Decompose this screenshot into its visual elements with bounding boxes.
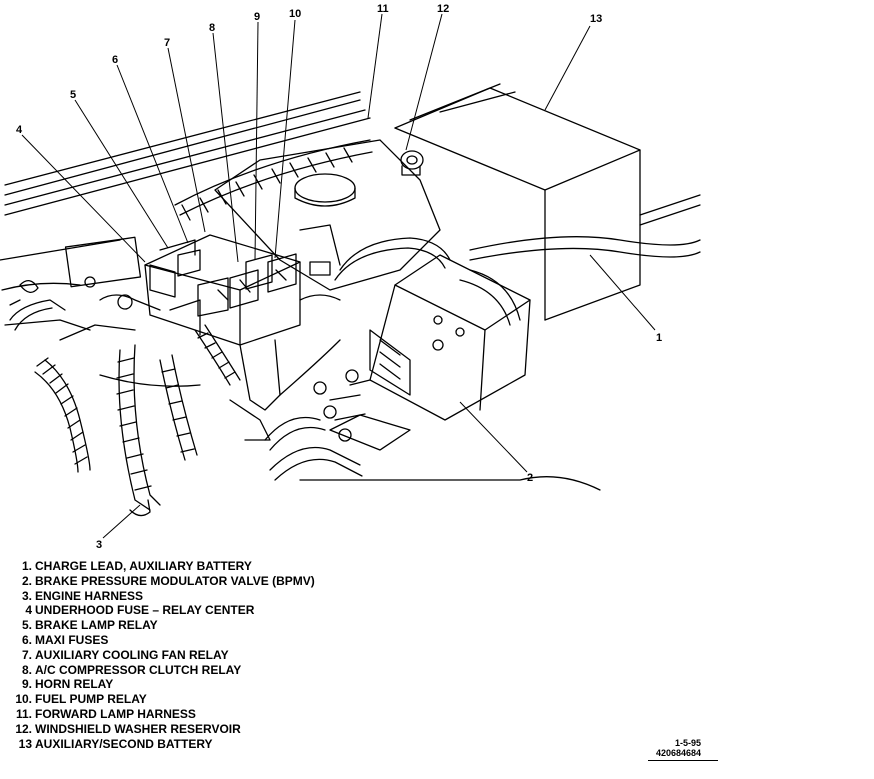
callout-6: 6 — [112, 54, 118, 66]
auxiliary-battery — [394, 83, 641, 321]
engine-harness — [9, 276, 241, 517]
washer-reservoir — [214, 139, 441, 291]
fuse-relay-center — [144, 234, 301, 441]
callout-12: 12 — [437, 3, 449, 15]
figure-date: 1-5-95 — [675, 738, 702, 748]
legend-item: 12.WINDSHIELD WASHER RESERVOIR — [15, 721, 241, 736]
legend-item: 10.FUEL PUMP RELAY — [15, 692, 147, 707]
legend-item: 3.ENGINE HARNESS — [21, 588, 144, 603]
callout-1: 1 — [656, 332, 662, 344]
legend-item: 7.AUXILIARY COOLING FAN RELAY — [21, 647, 229, 662]
callout-10: 10 — [289, 8, 301, 20]
callout-5: 5 — [70, 89, 76, 101]
legend-item: 2.BRAKE PRESSURE MODULATOR VALVE (BPMV) — [21, 573, 315, 588]
footer-rule — [648, 760, 718, 761]
charge-lead — [469, 194, 701, 261]
legend-item: 9.HORN RELAY — [21, 677, 114, 692]
forward-lamp-harness — [174, 139, 373, 221]
callout-7: 7 — [164, 37, 170, 49]
callout-11: 11 — [377, 3, 389, 15]
legend-item: 8.A/C COMPRESSOR CLUTCH RELAY — [21, 662, 242, 677]
callout-8: 8 — [209, 22, 215, 34]
callout-13: 13 — [590, 13, 602, 25]
legend-item: 11.FORWARD LAMP HARNESS — [15, 706, 196, 721]
callout-9: 9 — [254, 11, 260, 23]
figure-code: 420684684 — [656, 748, 702, 758]
figure-footer: 1-5-95 420684684 — [656, 738, 701, 758]
parts-legend: 1.CHARGE LEAD, AUXILIARY BATTERY 2.BRAKE… — [14, 559, 315, 751]
callout-leaders — [21, 13, 656, 539]
callout-2: 2 — [527, 472, 533, 484]
callout-4: 4 — [16, 124, 23, 136]
bpmv-harness — [299, 237, 521, 326]
legend-item: 5.BRAKE LAMP RELAY — [21, 618, 158, 633]
legend-item: 6.MAXI FUSES — [21, 632, 109, 647]
legend-item: 1.CHARGE LEAD, AUXILIARY BATTERY — [21, 559, 252, 573]
callout-3: 3 — [96, 539, 102, 551]
brake-lines — [264, 339, 601, 491]
callout-numbers: 13 12 11 10 9 8 7 6 5 4 1 2 3 — [16, 3, 662, 551]
brake-pressure-modulator-valve — [313, 254, 531, 451]
